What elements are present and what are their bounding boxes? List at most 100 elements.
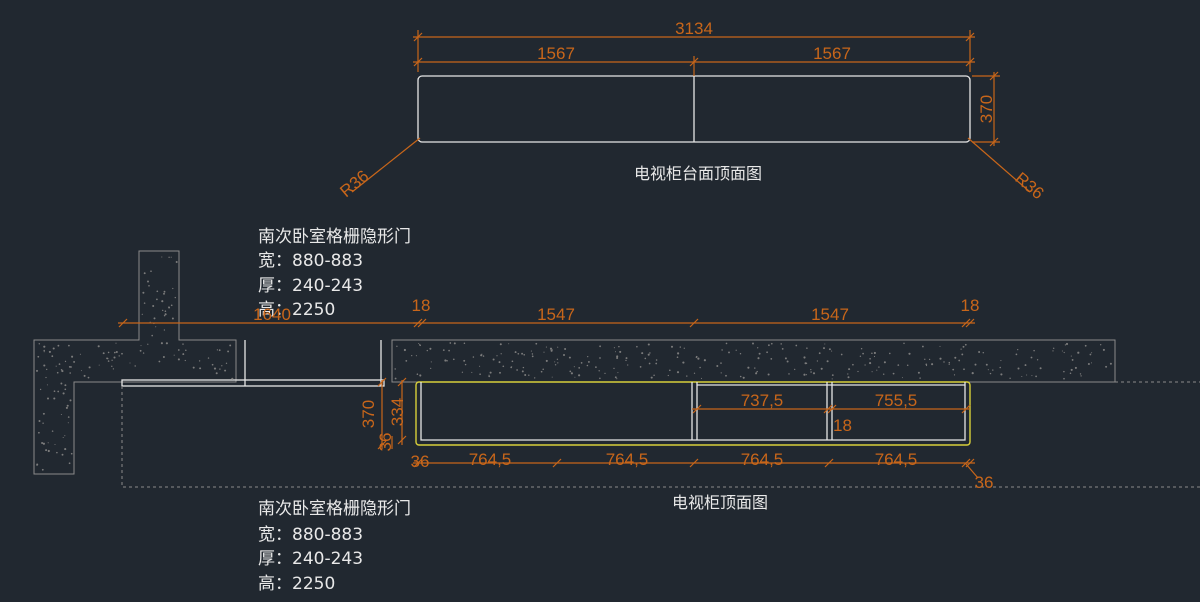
concrete-speck [164, 313, 167, 316]
tick-total-left [413, 32, 423, 42]
concrete-speck [728, 351, 730, 354]
concrete-speck [498, 361, 501, 364]
dim-span-right: 1547 [811, 305, 849, 324]
concrete-speck [1015, 353, 1018, 356]
concrete-speck [161, 256, 163, 258]
concrete-speck [963, 368, 965, 371]
concrete-speck [43, 364, 46, 367]
concrete-speck [41, 441, 44, 445]
concrete-speck [756, 370, 758, 373]
concrete-speck [65, 406, 68, 409]
concrete-speck [115, 350, 118, 354]
concrete-speck [114, 351, 116, 354]
concrete-speck [163, 329, 166, 331]
concrete-speck [818, 352, 821, 355]
concrete-speck [557, 346, 559, 348]
concrete-speck [655, 359, 658, 361]
concrete-speck [37, 355, 40, 358]
concrete-speck [919, 377, 921, 379]
concrete-speck [742, 376, 745, 379]
cabinet-inner [420, 382, 966, 441]
concrete-speck [499, 343, 502, 346]
concrete-speck [883, 361, 886, 364]
concrete-speck [917, 371, 920, 374]
concrete-speck [869, 358, 871, 360]
concrete-speck [925, 363, 928, 366]
dim-1640: 1640 [253, 305, 291, 324]
concrete-speck [163, 290, 166, 293]
wall-left-l [33, 250, 237, 475]
concrete-speck [134, 365, 136, 367]
concrete-speck [569, 370, 572, 373]
concrete-speck [925, 364, 928, 367]
concrete-speck [978, 351, 981, 353]
concrete-speck [38, 431, 40, 434]
concrete-speck [1109, 362, 1112, 365]
dim-inner-left: 737,5 [741, 391, 784, 410]
concrete-speck [64, 448, 67, 451]
concrete-speck [64, 384, 67, 387]
dim-span-left: 1547 [537, 305, 575, 324]
concrete-speck [38, 420, 41, 422]
concrete-speck [599, 377, 601, 380]
door-note-height: 高：2250 [258, 574, 335, 594]
concrete-speck [812, 372, 816, 375]
concrete-speck [139, 349, 142, 352]
concrete-speck [147, 343, 149, 345]
concrete-speck [453, 342, 456, 345]
concrete-speck [430, 367, 432, 369]
door-note-title: 南次卧室格栅隐形门 [258, 499, 411, 519]
concrete-speck [921, 345, 924, 348]
dim-radius-right: R36 [1011, 169, 1047, 204]
concrete-speck [155, 326, 157, 328]
concrete-speck [1069, 372, 1072, 374]
concrete-speck [686, 375, 688, 377]
concrete-speck [143, 272, 146, 275]
door-note-upper: 南次卧室格栅隐形门 宽：880-883 厚：240-243 高：2250 [258, 227, 411, 320]
cabinet-outer-hatch [415, 381, 971, 446]
dim-end-left: 18 [412, 296, 431, 315]
concrete-speck [446, 360, 448, 362]
concrete-speck [42, 422, 44, 424]
concrete-speck [45, 449, 48, 452]
concrete-speck [578, 374, 581, 377]
concrete-speck [56, 451, 58, 454]
concrete-speck [419, 374, 422, 377]
concrete-speck [619, 350, 622, 353]
concrete-speck [784, 357, 787, 360]
concrete-speck [68, 344, 70, 347]
concrete-speck [87, 376, 90, 379]
concrete-speck [974, 363, 977, 366]
concrete-speck [540, 370, 543, 373]
concrete-speck [67, 416, 70, 418]
concrete-speck [36, 464, 38, 466]
concrete-speck [599, 345, 601, 348]
concrete-speck [170, 304, 173, 307]
concrete-speck [182, 343, 184, 345]
concrete-speck [627, 364, 629, 366]
concrete-speck [64, 360, 67, 363]
concrete-speck [517, 352, 520, 355]
concrete-speck [43, 345, 46, 348]
concrete-speck [1077, 351, 1080, 354]
concrete-speck [985, 363, 988, 366]
concrete-speck [871, 371, 873, 373]
concrete-speck [557, 362, 559, 364]
concrete-speck [112, 368, 115, 370]
concrete-speck [617, 372, 619, 374]
concrete-speck [43, 351, 45, 353]
dim-radius-left: R36 [336, 166, 372, 201]
concrete-speck [448, 349, 450, 352]
concrete-speck [840, 353, 843, 356]
concrete-speck [667, 374, 669, 377]
concrete-speck [496, 355, 498, 357]
dim-36-side: 36 [376, 433, 395, 452]
concrete-speck [614, 376, 617, 379]
concrete-speck [488, 375, 491, 378]
concrete-speck [804, 362, 807, 365]
concrete-speck [68, 366, 71, 368]
concrete-speck [847, 376, 850, 379]
concrete-speck [57, 390, 60, 393]
concrete-speck [720, 362, 722, 364]
tick-top-4 [961, 318, 971, 328]
